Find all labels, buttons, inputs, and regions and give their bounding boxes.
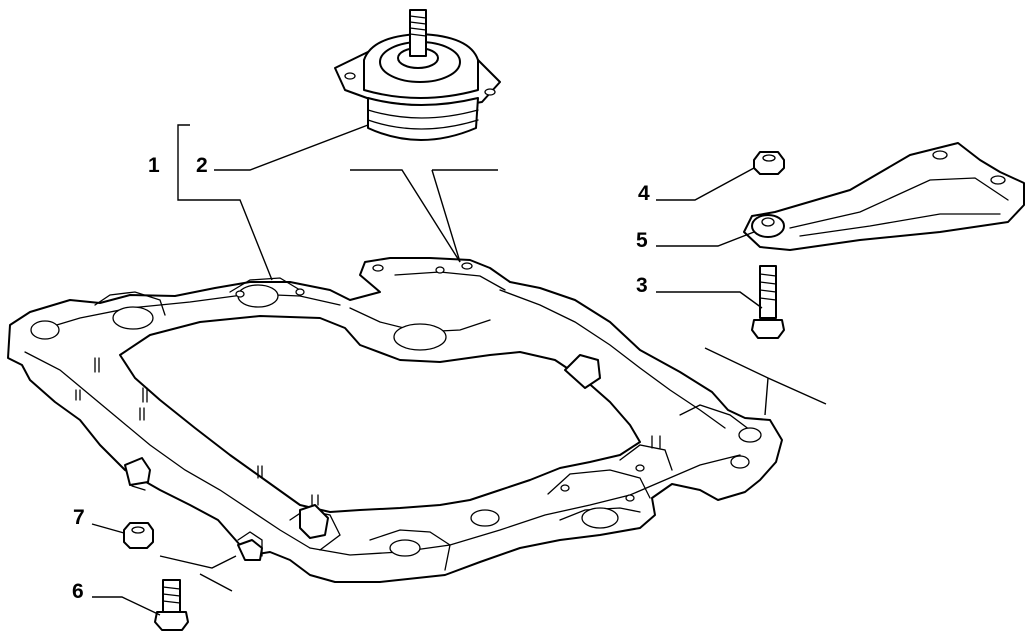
torque-link-arm [743, 142, 1025, 251]
bolt-3 [751, 265, 785, 339]
callout-3: 3 [636, 274, 648, 297]
nut-7 [123, 522, 154, 549]
subframe-crossmember [7, 257, 783, 583]
callout-4: 4 [638, 182, 650, 205]
callout-6: 6 [72, 580, 84, 603]
bolt-6 [154, 579, 189, 631]
leader-lines [91, 124, 827, 616]
callout-2: 2 [196, 154, 208, 177]
callout-7: 7 [73, 506, 85, 529]
callouts: 1 2 3 4 5 6 7 [72, 154, 650, 603]
callout-5: 5 [636, 229, 648, 252]
callout-1: 1 [148, 154, 160, 177]
nut-4 [753, 151, 785, 175]
engine-mount [334, 9, 501, 141]
